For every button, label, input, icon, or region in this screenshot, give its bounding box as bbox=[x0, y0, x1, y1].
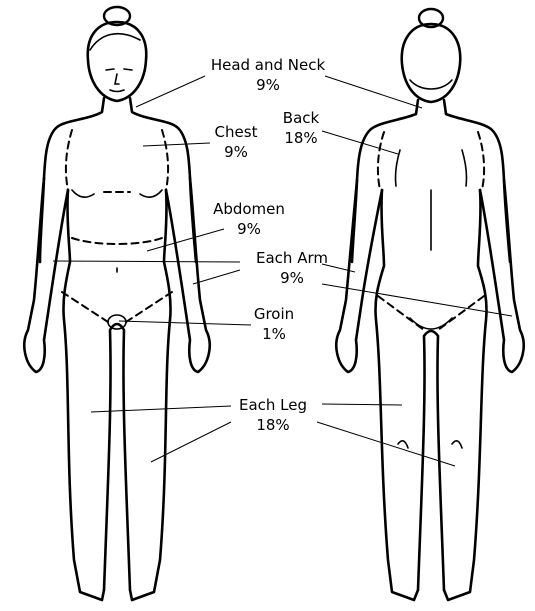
front-chest-details bbox=[72, 190, 162, 272]
front-face bbox=[106, 69, 132, 92]
region-labels: Head and Neck 9% Back 18% Chest 9% Abdom… bbox=[211, 56, 328, 434]
leader-arm-front-left bbox=[193, 270, 240, 284]
back-groin-boundary bbox=[378, 296, 484, 330]
leader-chest bbox=[143, 143, 210, 146]
front-shoulder-boundary bbox=[66, 130, 168, 190]
label-groin-percent: 1% bbox=[262, 325, 286, 343]
label-back-name: Back bbox=[283, 109, 320, 127]
front-inner-legs bbox=[104, 324, 130, 590]
back-hair-nape bbox=[410, 80, 452, 89]
label-leg-percent: 18% bbox=[256, 416, 289, 434]
front-arms bbox=[24, 178, 209, 372]
leader-head-neck-front bbox=[136, 76, 205, 107]
leader-arm-front-right bbox=[53, 261, 240, 262]
label-back-percent: 18% bbox=[284, 129, 317, 147]
leader-leg-front-left bbox=[151, 422, 231, 462]
label-head-neck-name: Head and Neck bbox=[211, 56, 326, 74]
leader-head-neck-back bbox=[325, 76, 422, 108]
leader-leg-back-right bbox=[317, 422, 455, 466]
label-leg-name: Each Leg bbox=[239, 396, 307, 414]
label-chest-name: Chest bbox=[215, 123, 258, 141]
label-groin-name: Groin bbox=[254, 305, 294, 323]
label-arm-percent: 9% bbox=[280, 269, 304, 287]
front-hairline bbox=[90, 34, 140, 50]
leader-leg-front-right bbox=[91, 406, 231, 412]
leader-leg-back-left bbox=[322, 404, 402, 405]
front-abdomen-boundary bbox=[72, 238, 162, 244]
label-head-neck-percent: 9% bbox=[256, 76, 280, 94]
label-abdomen-name: Abdomen bbox=[213, 200, 285, 218]
back-figure bbox=[336, 9, 523, 600]
back-head bbox=[402, 24, 461, 102]
leader-groin bbox=[119, 321, 251, 325]
back-shoulder-boundary bbox=[378, 132, 484, 190]
back-details bbox=[396, 150, 467, 448]
back-arms bbox=[336, 180, 523, 372]
front-figure bbox=[24, 7, 209, 600]
back-inner-legs bbox=[418, 331, 444, 590]
label-arm-name: Each Arm bbox=[256, 249, 328, 267]
back-torso bbox=[352, 100, 510, 600]
front-torso bbox=[40, 98, 196, 600]
front-groin-mark bbox=[108, 315, 126, 329]
front-groin-boundary bbox=[62, 292, 172, 322]
label-chest-percent: 9% bbox=[224, 143, 248, 161]
label-abdomen-percent: 9% bbox=[237, 220, 261, 238]
